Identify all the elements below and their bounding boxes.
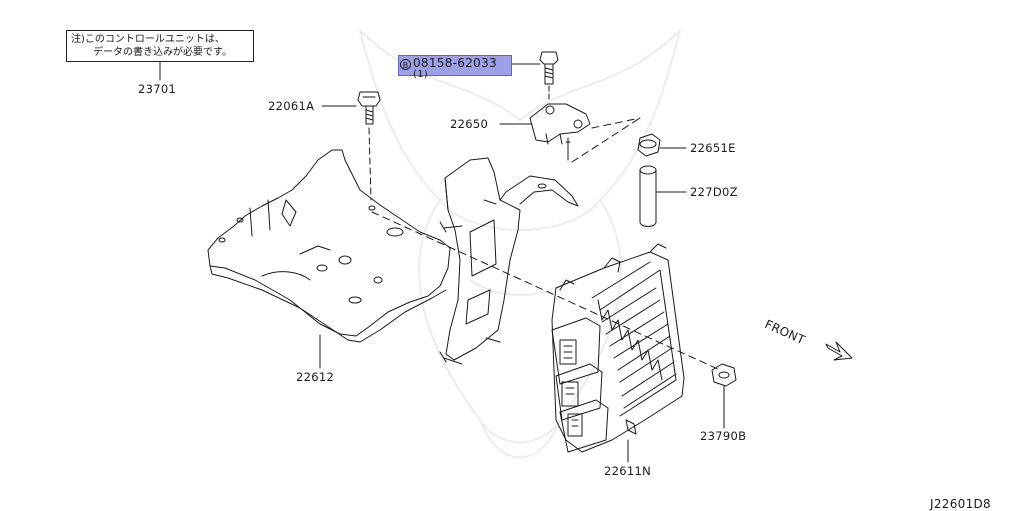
- note-box: 注)このコントロールユニットは、 データの書き込みが必要です。: [66, 30, 254, 62]
- clip-22651e: [637, 133, 661, 157]
- part-quantity: (1): [413, 69, 429, 80]
- label-22611n[interactable]: 22611N: [604, 464, 651, 478]
- label-23790b[interactable]: 23790B: [700, 429, 747, 443]
- nut-23790b: [711, 363, 737, 387]
- sensor-22650: [529, 103, 591, 161]
- label-22650[interactable]: 22650: [450, 117, 489, 131]
- label-227d0z[interactable]: 227D0Z: [690, 185, 738, 199]
- watermark-emblem: [359, 29, 681, 459]
- highlighted-part-box[interactable]: [398, 55, 512, 76]
- label-22061a[interactable]: 22061A: [268, 99, 315, 113]
- bracket-22612: [207, 149, 451, 343]
- part-symbol-b: B: [400, 59, 411, 70]
- note-line-2: データの書き込みが必要です。: [93, 47, 232, 58]
- front-arrow-icon: [825, 341, 853, 361]
- hose-227d0z: [639, 165, 657, 227]
- label-23701[interactable]: 23701: [138, 82, 177, 96]
- bolt-22061a: [357, 91, 381, 201]
- ecm-22611n: [551, 243, 685, 453]
- vertical-bracket: [439, 157, 579, 365]
- assembly-dashes: [371, 117, 721, 371]
- diagram-id: J22601D8: [930, 497, 991, 511]
- label-22612[interactable]: 22612: [296, 370, 335, 384]
- label-22651e[interactable]: 22651E: [690, 141, 736, 155]
- note-line-1: 注)このコントロールユニットは、: [71, 34, 225, 45]
- bolt-08158: [539, 51, 559, 103]
- part-number-08158[interactable]: 08158-62033: [413, 56, 497, 70]
